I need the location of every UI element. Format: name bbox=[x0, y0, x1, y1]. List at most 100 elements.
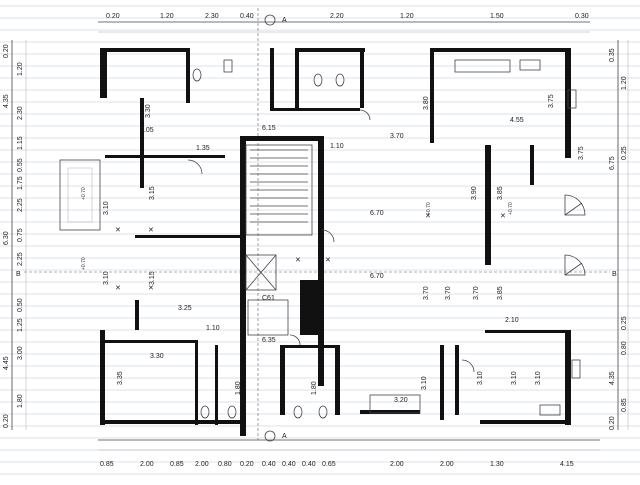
dim-label: 1.75 bbox=[17, 176, 24, 190]
dim-label: 0.40 bbox=[262, 461, 276, 468]
dim-label: 6.70 bbox=[370, 210, 384, 217]
sink-icon bbox=[223, 59, 233, 73]
section-mark-right: B bbox=[612, 271, 617, 278]
svg-text:✕: ✕ bbox=[425, 213, 431, 220]
toilet-icon bbox=[200, 405, 210, 419]
fixtures bbox=[192, 59, 581, 419]
level-mark: +0.70 bbox=[426, 202, 432, 215]
level-marks: +0.70 +0.70 +0.70 +0.70 bbox=[81, 187, 514, 270]
svg-text:✕: ✕ bbox=[148, 227, 154, 234]
bottom-dimensions: 0.85 2.00 0.85 2.00 0.80 0.20 0.40 0.40 … bbox=[100, 461, 574, 468]
dim-label: 3.10 bbox=[421, 376, 428, 390]
dim-label: 1.10 bbox=[206, 325, 220, 332]
dim-label: 3.15 bbox=[149, 271, 156, 285]
dim-label: 0.20 bbox=[3, 44, 10, 58]
dim-label: 3.75 bbox=[578, 146, 585, 160]
dim-label: 2.30 bbox=[205, 13, 219, 20]
dim-label: 3.30 bbox=[150, 353, 164, 360]
dim-label: 1.10 bbox=[330, 143, 344, 150]
dim-label: 0.30 bbox=[575, 13, 589, 20]
dim-label: 1.20 bbox=[621, 76, 628, 90]
section-mark-bottom: A bbox=[282, 433, 287, 440]
dim-label: 0.20 bbox=[3, 414, 10, 428]
dim-label: 2.20 bbox=[330, 13, 344, 20]
dim-label: 3.80 bbox=[423, 96, 430, 110]
dim-label: 6.70 bbox=[370, 273, 384, 280]
dim-label: 1.50 bbox=[490, 13, 504, 20]
dim-label: 4.15 bbox=[560, 461, 574, 468]
svg-text:✕: ✕ bbox=[148, 285, 154, 292]
section-mark-top: A bbox=[282, 17, 287, 24]
dim-label: 1.80 bbox=[235, 381, 242, 395]
dim-label: 3.30 bbox=[145, 104, 152, 118]
dim-label: 3.85 bbox=[497, 286, 504, 300]
dim-label: 0.25 bbox=[621, 316, 628, 330]
dim-label: 1.35 bbox=[196, 145, 210, 152]
dim-label: 2.10 bbox=[505, 317, 519, 324]
dim-label: 2.00 bbox=[440, 461, 454, 468]
toilet-icon bbox=[318, 405, 328, 419]
dim-label: 3.85 bbox=[497, 186, 504, 200]
dim-label: 6.35 bbox=[262, 337, 276, 344]
dim-label: 3.70 bbox=[445, 286, 452, 300]
sink-icon bbox=[571, 359, 581, 379]
toilet-icon bbox=[227, 405, 237, 419]
dim-label: 0.20 bbox=[609, 416, 616, 430]
dim-label: 2.30 bbox=[17, 106, 24, 120]
dim-label: 2.25 bbox=[17, 252, 24, 266]
dim-label: 3.10 bbox=[511, 371, 518, 385]
dim-label: 0.25 bbox=[621, 146, 628, 160]
section-marks: A A B B bbox=[16, 14, 617, 442]
dim-label: 3.15 bbox=[149, 186, 156, 200]
dim-label: 4.55 bbox=[510, 117, 524, 124]
dim-label: 2.00 bbox=[390, 461, 404, 468]
toilet-icon bbox=[192, 68, 202, 82]
svg-text:✕: ✕ bbox=[115, 227, 121, 234]
dim-label: 0.85 bbox=[621, 398, 628, 412]
dim-label: 3.70 bbox=[473, 286, 480, 300]
dim-label: 0.35 bbox=[609, 48, 616, 62]
dim-label: 4.35 bbox=[609, 371, 616, 385]
dim-label: 0.65 bbox=[322, 461, 336, 468]
dim-label: 6.30 bbox=[3, 231, 10, 245]
svg-text:✕: ✕ bbox=[295, 257, 301, 264]
balconies bbox=[59, 59, 511, 414]
level-mark: +0.70 bbox=[81, 257, 87, 270]
dim-label: 3.20 bbox=[394, 397, 408, 404]
interior-dimensions: 3.30 3.05 1.35 3.10 3.15 3.10 3.15 3.25 … bbox=[103, 94, 585, 404]
toilet-icon bbox=[313, 73, 323, 87]
dim-label: 0.20 bbox=[240, 461, 254, 468]
dim-label: 0.20 bbox=[106, 13, 120, 20]
dim-label: 0.75 bbox=[17, 228, 24, 242]
toilet-icon bbox=[293, 405, 303, 419]
dim-label: 0.80 bbox=[621, 341, 628, 355]
dim-label: 1.80 bbox=[17, 394, 24, 408]
dim-label: 3.00 bbox=[17, 346, 24, 360]
section-mark-left: B bbox=[16, 271, 21, 278]
columns: ✕ ✕ ✕ ✕ ✕ ✕ ✕ ✕ bbox=[115, 213, 506, 292]
dim-label: 3.05 bbox=[140, 127, 154, 134]
dim-label: 1.20 bbox=[17, 62, 24, 76]
dim-label: 2.00 bbox=[140, 461, 154, 468]
dim-label: 1.80 bbox=[311, 381, 318, 395]
dim-label: 1.15 bbox=[17, 136, 24, 150]
dim-label: 0.50 bbox=[17, 298, 24, 312]
dim-label: 4.35 bbox=[3, 94, 10, 108]
dim-label: 2.25 bbox=[17, 198, 24, 212]
dim-label: 1.25 bbox=[17, 318, 24, 332]
level-mark: +0.70 bbox=[508, 202, 514, 215]
dim-label: 3.90 bbox=[471, 186, 478, 200]
dim-label: 2.00 bbox=[195, 461, 209, 468]
dim-label: 0.40 bbox=[240, 13, 254, 20]
level-mark: +0.70 bbox=[81, 187, 87, 200]
stair-core: C61 bbox=[240, 136, 324, 436]
dim-label: 1.20 bbox=[400, 13, 414, 20]
dim-label: 3.75 bbox=[548, 94, 555, 108]
svg-text:✕: ✕ bbox=[115, 285, 121, 292]
interior-walls bbox=[105, 48, 570, 425]
dim-label: 0.40 bbox=[282, 461, 296, 468]
dim-label: 3.70 bbox=[423, 286, 430, 300]
right-dimensions: 0.35 1.20 6.75 0.25 0.25 0.80 4.35 0.85 … bbox=[609, 48, 628, 430]
